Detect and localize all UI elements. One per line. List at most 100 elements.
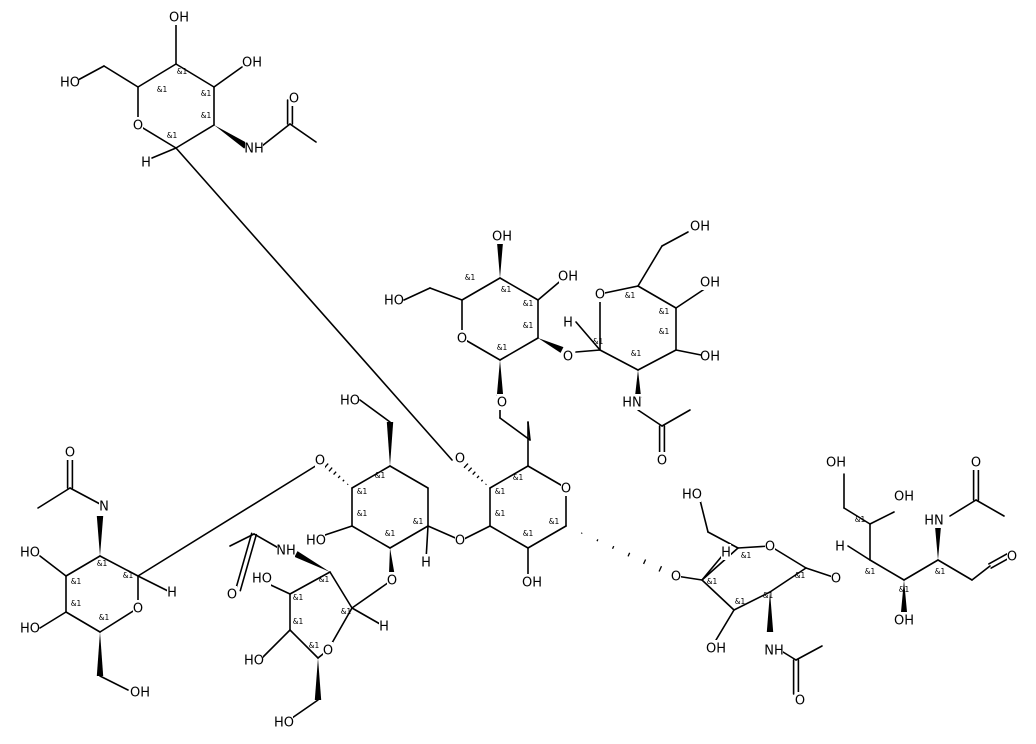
atom-label: O bbox=[765, 540, 775, 555]
atom-background bbox=[895, 612, 913, 628]
stereo-label: &1 bbox=[707, 577, 718, 586]
atom-background bbox=[245, 140, 263, 156]
bond bbox=[69, 487, 101, 505]
atom-label: HO bbox=[252, 572, 272, 587]
atom-label: OH bbox=[700, 350, 720, 365]
atom-background bbox=[707, 640, 725, 656]
atom-background bbox=[141, 154, 151, 170]
bond bbox=[847, 545, 871, 561]
bond bbox=[351, 607, 381, 625]
stereo-label: &1 bbox=[319, 575, 330, 584]
atom-background bbox=[523, 574, 541, 590]
atom-label: O bbox=[497, 396, 507, 411]
stereo-label: &1 bbox=[385, 529, 396, 538]
hashed-bond bbox=[342, 479, 345, 482]
stereo-label: &1 bbox=[293, 617, 304, 626]
wedge-bond bbox=[496, 360, 504, 396]
bond bbox=[359, 399, 391, 423]
ring-bond bbox=[499, 337, 539, 361]
ring-bond bbox=[769, 567, 807, 593]
ring-bond bbox=[733, 591, 771, 611]
hashed-bond bbox=[596, 539, 599, 542]
atom-background bbox=[245, 652, 263, 668]
bond bbox=[949, 499, 977, 517]
atom-background bbox=[765, 538, 775, 554]
bond bbox=[151, 147, 177, 159]
ring-bond bbox=[99, 607, 139, 633]
ring-bond bbox=[137, 124, 177, 149]
atom-background bbox=[307, 532, 325, 548]
ring-bond bbox=[329, 571, 353, 609]
stereo-label: &1 bbox=[659, 327, 670, 336]
stereo-label: &1 bbox=[495, 487, 506, 496]
atom-background bbox=[835, 538, 845, 554]
atom-background bbox=[1007, 548, 1017, 564]
atom-background bbox=[243, 54, 261, 70]
atom-background bbox=[493, 228, 511, 244]
double-bond bbox=[234, 532, 253, 591]
bond bbox=[39, 555, 67, 577]
atom-label: O bbox=[65, 446, 75, 461]
atom-label: H bbox=[141, 156, 151, 171]
atom-background bbox=[21, 620, 39, 636]
atom-background bbox=[895, 488, 913, 504]
stereo-label: &1 bbox=[413, 517, 424, 526]
atom-label: NH bbox=[276, 544, 296, 559]
hashed-bond bbox=[467, 467, 473, 472]
ring-bond bbox=[527, 525, 567, 549]
atom-label: HO bbox=[60, 76, 80, 91]
atom-label: HN bbox=[622, 396, 642, 411]
ring-bond bbox=[769, 545, 807, 569]
atom-label: OH bbox=[242, 56, 262, 71]
double-bond bbox=[990, 557, 1010, 569]
atom-background bbox=[253, 570, 271, 586]
hashed-bond bbox=[480, 479, 484, 482]
atom-label: O bbox=[289, 92, 299, 107]
atom-label: H bbox=[835, 540, 845, 555]
atom-background bbox=[563, 348, 573, 364]
atom-background bbox=[701, 274, 719, 290]
wedge-bond bbox=[496, 240, 504, 278]
atom-label: HO bbox=[340, 394, 360, 409]
atom-label: O bbox=[971, 456, 981, 471]
atom-background bbox=[971, 454, 981, 470]
stereo-label: &1 bbox=[763, 591, 774, 600]
stereo-label: &1 bbox=[123, 571, 134, 580]
stereo-label: &1 bbox=[593, 337, 604, 346]
ring-bond bbox=[489, 465, 529, 489]
atom-label: H bbox=[421, 556, 431, 571]
atom-label: OH bbox=[558, 270, 578, 285]
atom-label: O bbox=[457, 332, 467, 347]
bond bbox=[575, 321, 601, 351]
atom-label: HN bbox=[924, 514, 944, 529]
atom-label: O bbox=[795, 694, 805, 709]
bond bbox=[461, 525, 491, 541]
atom-background bbox=[421, 554, 431, 570]
bond bbox=[291, 699, 319, 719]
hashed-bond bbox=[627, 552, 631, 557]
stereo-label: &1 bbox=[549, 517, 560, 526]
ring-bond bbox=[389, 525, 429, 549]
glycosidic-bond bbox=[137, 461, 323, 577]
hashed-bond bbox=[472, 471, 476, 476]
stereo-label: &1 bbox=[357, 487, 368, 496]
atom-label: OH bbox=[492, 230, 512, 245]
double-bond bbox=[239, 533, 258, 592]
wedge-bond bbox=[314, 658, 322, 700]
atom-label: HO bbox=[20, 622, 40, 637]
stereo-label: &1 bbox=[735, 597, 746, 606]
bond bbox=[499, 417, 531, 441]
atom-label: O bbox=[315, 454, 325, 469]
atom-label: OH bbox=[690, 220, 710, 235]
atom-label: O bbox=[595, 288, 605, 303]
atom-background bbox=[323, 642, 333, 658]
bond-layer bbox=[37, 23, 1010, 719]
atom-background bbox=[277, 542, 295, 558]
atom-label: HO bbox=[244, 654, 264, 669]
atom-background bbox=[765, 642, 783, 658]
bond bbox=[937, 559, 973, 581]
stereo-label: &1 bbox=[71, 599, 82, 608]
ring-bond bbox=[289, 571, 331, 595]
stereo-label: &1 bbox=[855, 515, 866, 524]
